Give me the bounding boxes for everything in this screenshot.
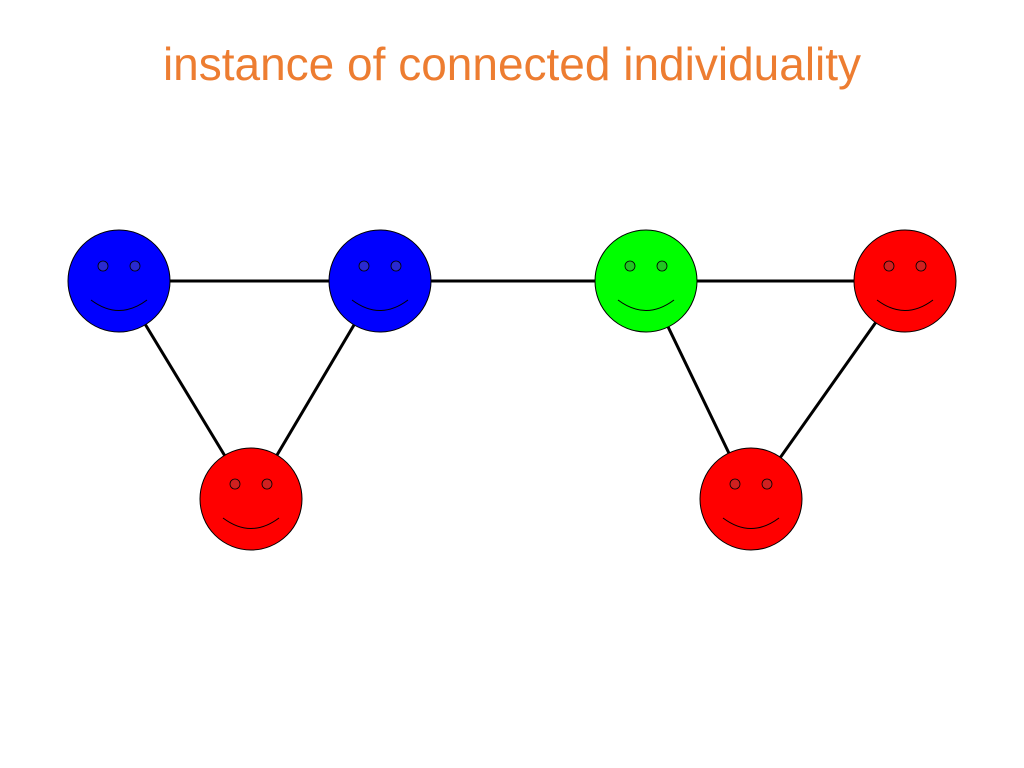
face-circle (199, 447, 303, 551)
face-circle (853, 229, 957, 333)
smile-mouth (876, 299, 934, 311)
right-eye (261, 478, 273, 490)
left-eye (729, 478, 741, 490)
face-circle (699, 447, 803, 551)
smile-mouth (722, 517, 780, 529)
slide-title: instance of connected individuality (162, 38, 862, 90)
smile-mouth (617, 299, 675, 311)
right-eye (390, 260, 402, 272)
left-eye (229, 478, 241, 490)
right-eye (761, 478, 773, 490)
left-eye (624, 260, 636, 272)
face-blue-1 (67, 229, 171, 333)
face-red-1 (199, 447, 303, 551)
nodes-layer (67, 229, 957, 551)
face-red-2 (853, 229, 957, 333)
face-blue-2 (328, 229, 432, 333)
right-eye (656, 260, 668, 272)
right-eye (915, 260, 927, 272)
face-circle (594, 229, 698, 333)
smile-mouth (222, 517, 280, 529)
smile-mouth (90, 299, 148, 311)
face-red-3 (699, 447, 803, 551)
left-eye (358, 260, 370, 272)
right-eye (129, 260, 141, 272)
face-green (594, 229, 698, 333)
face-circle (67, 229, 171, 333)
face-circle (328, 229, 432, 333)
left-eye (883, 260, 895, 272)
left-eye (97, 260, 109, 272)
smile-mouth (351, 299, 409, 311)
